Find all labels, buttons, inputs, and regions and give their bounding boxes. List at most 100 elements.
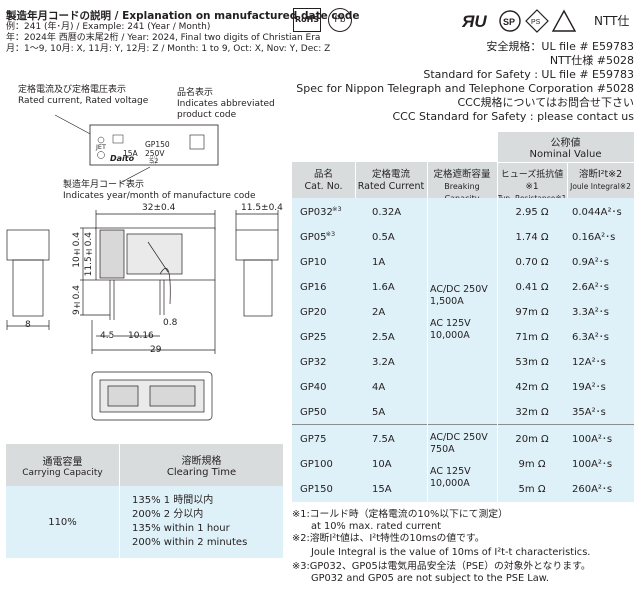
date-code-example: 例：241 (年･月) / Example: 241 (Year / Month… bbox=[6, 22, 211, 32]
clearing-header: 溶断規格 Clearing Time bbox=[166, 456, 237, 478]
cell-cat: GP10 bbox=[300, 257, 327, 268]
pb-free-icon: Pb bbox=[328, 8, 352, 32]
cell-current: 5A bbox=[372, 407, 386, 418]
cell-resistance: 32m Ω bbox=[515, 407, 549, 418]
dim-11-5-top: 11.5±0.4 bbox=[241, 203, 283, 213]
cell-current: 1A bbox=[372, 257, 386, 268]
cell-cat: GP50 bbox=[300, 407, 327, 418]
fuse-dimension-drawing bbox=[6, 210, 279, 421]
cell-joule: 100A²･s bbox=[572, 459, 613, 470]
date-code-title: 製造年月コードの説明 / Explanation on manufactured… bbox=[6, 10, 360, 22]
cell-current: 1.6A bbox=[372, 282, 395, 293]
spec-header-row bbox=[292, 162, 634, 198]
cell-joule: 100A²･s bbox=[572, 434, 613, 445]
table-row: GP50 5A 32m Ω 35A²･s bbox=[292, 404, 634, 422]
svg-text:SP: SP bbox=[503, 17, 515, 27]
capacity-table: 通電容量 Carrying Capacity 溶断規格 Clearing Tim… bbox=[6, 444, 283, 558]
cell-cat: GP032 bbox=[300, 207, 333, 218]
callout-mfd: 製造年月コード表示 Indicates year/month of manufa… bbox=[63, 180, 256, 201]
safety-line-4: Spec for Nippon Telegraph and Telephone … bbox=[296, 82, 634, 95]
pse-icon bbox=[525, 9, 549, 33]
cell-resistance: 9m Ω bbox=[518, 459, 546, 470]
cell-resistance: 2.95 Ω bbox=[515, 207, 549, 218]
fuse-label-voltage: 250V bbox=[145, 149, 165, 158]
date-code-year: 年：2024年 西暦の末尾2桁 / Year: 2024, Final two … bbox=[6, 33, 321, 43]
csa-icon bbox=[499, 10, 521, 32]
cell-joule: 260A²･s bbox=[572, 484, 613, 495]
cell-current: 15A bbox=[372, 484, 392, 495]
note-2-en: Joule Integral is the value of 10ms of I… bbox=[311, 547, 591, 558]
table-row: GP20 2A 97m Ω 3.3A²･s bbox=[292, 304, 634, 322]
cell-cat: GP100 bbox=[300, 459, 333, 470]
cell-cat: GP20 bbox=[300, 307, 327, 318]
cell-cat: GP75 bbox=[300, 434, 327, 445]
cell-joule: 3.3A²･s bbox=[572, 307, 609, 318]
cell-cat: GP16 bbox=[300, 282, 327, 293]
dim-8: 8 bbox=[25, 320, 31, 330]
fuse-label-brand: Daito bbox=[110, 154, 135, 163]
safety-line-3: Standard for Safety : UL file # E59783 bbox=[423, 68, 634, 81]
callout-rated: 定格電流及び定格電圧表示 Rated current, Rated voltag… bbox=[18, 85, 149, 106]
fuse-label-code: 52 bbox=[150, 157, 159, 165]
cell-resistance: 97m Ω bbox=[515, 307, 549, 318]
table-row: GP75 7.5A 20m Ω 100A²･s bbox=[292, 431, 634, 449]
dim-29: 29 bbox=[150, 345, 162, 355]
rohs-icon: RoHS bbox=[293, 8, 321, 32]
cell-joule: 12A²･s bbox=[572, 357, 606, 368]
ntt-mark: NTT仕 bbox=[594, 14, 630, 28]
cell-current: 7.5A bbox=[372, 434, 395, 445]
ntt-triangle-icon bbox=[551, 9, 577, 32]
date-code-month: 月：1～9, 10月: X, 11月: Y, 12月: Z / Month: 1… bbox=[6, 44, 331, 54]
cell-current: 2.5A bbox=[372, 332, 395, 343]
cell-joule: 0.044A²･s bbox=[572, 207, 622, 218]
dim-4-5: 4.5 bbox=[100, 331, 115, 341]
cell-joule: 6.3A²･s bbox=[572, 332, 609, 343]
fuse-label-current: 15A bbox=[123, 149, 138, 158]
dim-10-16: 10.16 bbox=[128, 331, 154, 341]
cell-resistance: 1.74 Ω bbox=[515, 232, 549, 243]
nominal-header: 公称値 Nominal Value bbox=[497, 132, 634, 162]
callout-product: 品名表示 Indicates abbreviated product code bbox=[177, 88, 275, 120]
note-3: ※3:GP032、GP05は電気用品安全法（PSE）の対象外となります。 bbox=[292, 561, 591, 572]
ul-recognized-icon: ЯU bbox=[462, 12, 487, 31]
dim-10: 10±0.4 bbox=[72, 232, 82, 268]
dim-11-5-side: 11.5±0.4 bbox=[84, 232, 94, 277]
cell-joule: 19A²･s bbox=[572, 382, 606, 393]
cell-current: 4A bbox=[372, 382, 386, 393]
cell-cat: GP25 bbox=[300, 332, 327, 343]
fuse-label-jet: JET bbox=[96, 143, 106, 151]
cell-joule: 35A²･s bbox=[572, 407, 606, 418]
note-1-en: at 10% max. rated current bbox=[311, 521, 441, 532]
fuse-top-drawing bbox=[54, 114, 219, 184]
cell-cat-note: ※3 bbox=[332, 205, 342, 213]
cell-resistance: 20m Ω bbox=[515, 434, 549, 445]
cell-cat-note: ※3 bbox=[325, 230, 336, 238]
svg-text:PS: PS bbox=[531, 19, 541, 26]
cell-joule: 2.6A²･s bbox=[572, 282, 609, 293]
dim-32: 32±0.4 bbox=[142, 203, 176, 213]
dim-9: 9±0.4 bbox=[72, 285, 82, 316]
breaking-group-b: AC/DC 250V 750A AC 125V 10,000A bbox=[430, 432, 488, 489]
fuse-label-model: GP150 bbox=[145, 140, 170, 149]
cell-cat: GP05 bbox=[300, 232, 327, 243]
note-1: ※1:コールド時（定格電流の10%以下にて測定） bbox=[292, 509, 508, 520]
note-2: ※2:溶断I²t値は、I²t特性の10msの値です。 bbox=[292, 533, 485, 544]
breaking-group-a: AC/DC 250V 1,500A AC 125V 10,000A bbox=[430, 284, 488, 341]
safety-line-1: 安全規格：UL file # E59783 bbox=[486, 40, 634, 53]
clearing-values: 135% 1 時間以内 200% 2 分以内 135% within 1 hou… bbox=[132, 495, 248, 548]
cell-current: 2A bbox=[372, 307, 386, 318]
safety-line-6: CCC Standard for Safety : please contact… bbox=[392, 110, 635, 123]
cell-resistance: 5m Ω bbox=[518, 484, 546, 495]
